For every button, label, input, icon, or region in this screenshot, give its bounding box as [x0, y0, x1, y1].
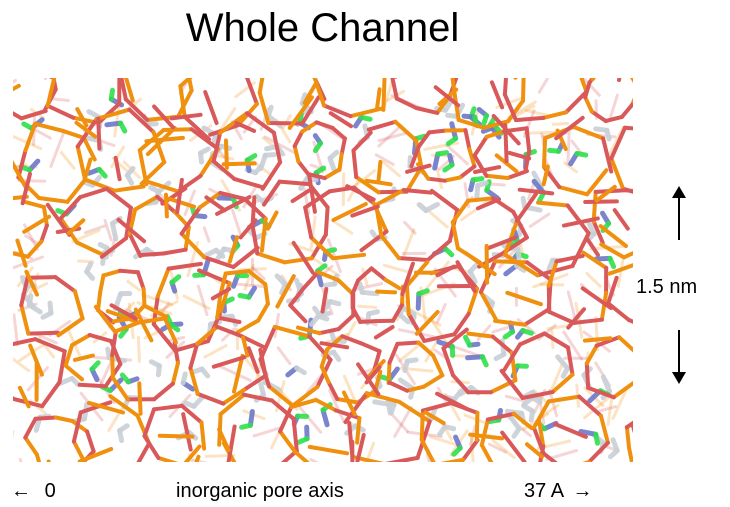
- axis-title: inorganic pore axis: [176, 480, 344, 502]
- scale-arrow-down-icon: [672, 330, 686, 384]
- axis-end-value: 37 A: [524, 480, 563, 502]
- scale-arrow-up-icon: [672, 186, 686, 240]
- molecular-channel-render: [13, 78, 633, 462]
- arrow-left-icon: ←: [11, 480, 31, 502]
- axis-end-label: 37 A →: [524, 480, 593, 503]
- arrow-right-icon: →: [572, 480, 593, 502]
- scale-bar-label: 1.5 nm: [636, 276, 698, 298]
- axis-start-value: 0: [44, 480, 56, 502]
- figure-title: Whole Channel: [185, 6, 460, 50]
- molecular-structure-image: [13, 78, 633, 462]
- axis-start-label: ← 0: [11, 480, 56, 503]
